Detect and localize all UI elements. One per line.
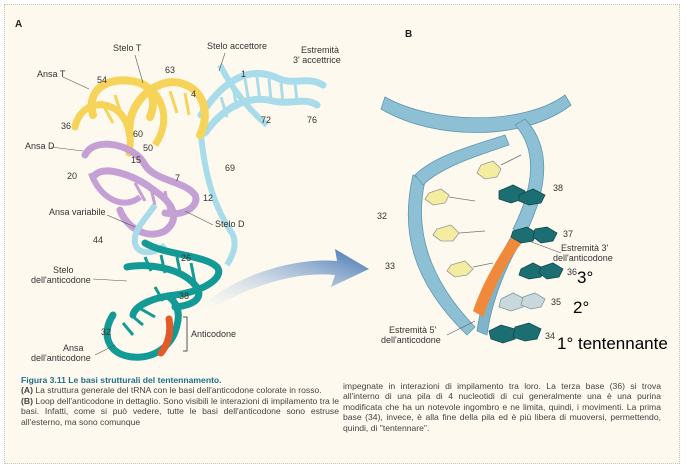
caption-paragraph-b: (B) Loop dell'anticodone in dettaglio. S… <box>21 396 339 427</box>
panel-b-letter: B <box>405 29 412 40</box>
arrow-a-to-b <box>201 249 369 313</box>
anticodon-stem <box>103 239 223 361</box>
num-12: 12 <box>203 193 213 203</box>
label-stelo-anticodone-1: Stelo <box>53 265 74 275</box>
caption-label-a: (A) <box>21 385 33 396</box>
num-38-a: 38 <box>179 291 189 301</box>
orange-segment <box>473 235 523 317</box>
annotation-2nd: 2° <box>573 298 589 317</box>
caption-title: Figura 3.11 Le basi strutturali del tent… <box>21 375 222 385</box>
caption-label-b: (B) <box>21 395 33 406</box>
num-69: 69 <box>225 163 235 173</box>
label-estremita-5: Estremità 5' <box>389 325 437 335</box>
num-15: 15 <box>131 155 141 165</box>
num-1: 1 <box>241 69 246 79</box>
anticodon-bracket <box>183 316 188 352</box>
caption-text-b: Loop dell'anticodone in dettaglio. Sono … <box>21 395 339 427</box>
t-loop <box>71 76 209 157</box>
label-ansa-anticodone-1: Ansa <box>63 343 84 353</box>
label-estremita-2: 3' accettrice <box>293 55 341 65</box>
num-72: 72 <box>261 115 271 125</box>
label-stelo-t: Stelo T <box>113 43 142 53</box>
num-32-a: 32 <box>101 327 111 337</box>
caption-text-continued: impegnate in interazioni di impilamento … <box>343 381 661 433</box>
annotation-3rd: 3° <box>577 268 593 287</box>
num-36-a: 36 <box>61 121 71 131</box>
num-33: 33 <box>385 261 395 271</box>
num-35: 35 <box>551 297 561 307</box>
label-ansa-t: Ansa T <box>37 69 66 79</box>
diagram-svg: A <box>15 19 668 363</box>
dark-bases <box>488 184 564 344</box>
light-bases <box>424 160 502 278</box>
num-4: 4 <box>191 89 196 99</box>
label-estremita-3: Estremità 3' <box>561 243 609 253</box>
figure-panel: A <box>4 4 680 464</box>
acceptor-stem <box>197 63 327 267</box>
label-estremita-1: Estremità <box>301 45 339 55</box>
num-76: 76 <box>307 115 317 125</box>
num-32-b: 32 <box>377 211 387 221</box>
label-stelo-accettore: Stelo accettore <box>207 41 267 51</box>
num-26: 26 <box>181 253 191 263</box>
caption-right-column: impegnate in interazioni di impilamento … <box>343 381 661 433</box>
caption-text-a: La struttura generale del tRNA con le ba… <box>35 385 322 396</box>
label-anticodone: Anticodone <box>191 329 236 339</box>
label-ansa-anticodone-2: dell'anticodone <box>31 353 91 363</box>
num-20: 20 <box>67 171 77 181</box>
panel-a-letter: A <box>15 19 22 30</box>
anticodon-bases <box>157 315 174 357</box>
num-63: 63 <box>165 65 175 75</box>
annotation-1st-wobble: 1° tentennante <box>557 334 668 353</box>
label-ansa-variabile: Ansa variabile <box>49 207 106 217</box>
caption-paragraph-a: (A) La struttura generale del tRNA con l… <box>21 385 339 395</box>
num-36-b: 36 <box>567 267 577 277</box>
num-37: 37 <box>563 229 573 239</box>
label-estremita-3-2: dell'anticodone <box>553 253 613 263</box>
light-teal-base <box>498 292 546 312</box>
num-60: 60 <box>133 129 143 139</box>
num-34: 34 <box>545 331 555 341</box>
label-stelo-d: Stelo D <box>215 219 245 229</box>
num-38-b: 38 <box>553 183 563 193</box>
num-50: 50 <box>143 143 153 153</box>
caption-left-column: Figura 3.11 Le basi strutturali del tent… <box>21 375 339 427</box>
backbone-ribbon <box>380 94 572 336</box>
num-7: 7 <box>175 173 180 183</box>
label-estremita-5-2: dell'anticodone <box>381 335 441 345</box>
num-54: 54 <box>97 75 107 85</box>
num-44: 44 <box>93 235 103 245</box>
label-ansa-d: Ansa D <box>25 141 55 151</box>
label-stelo-anticodone-2: dell'anticodone <box>31 275 91 285</box>
figure-caption: Figura 3.11 Le basi strutturali del tent… <box>21 375 671 467</box>
